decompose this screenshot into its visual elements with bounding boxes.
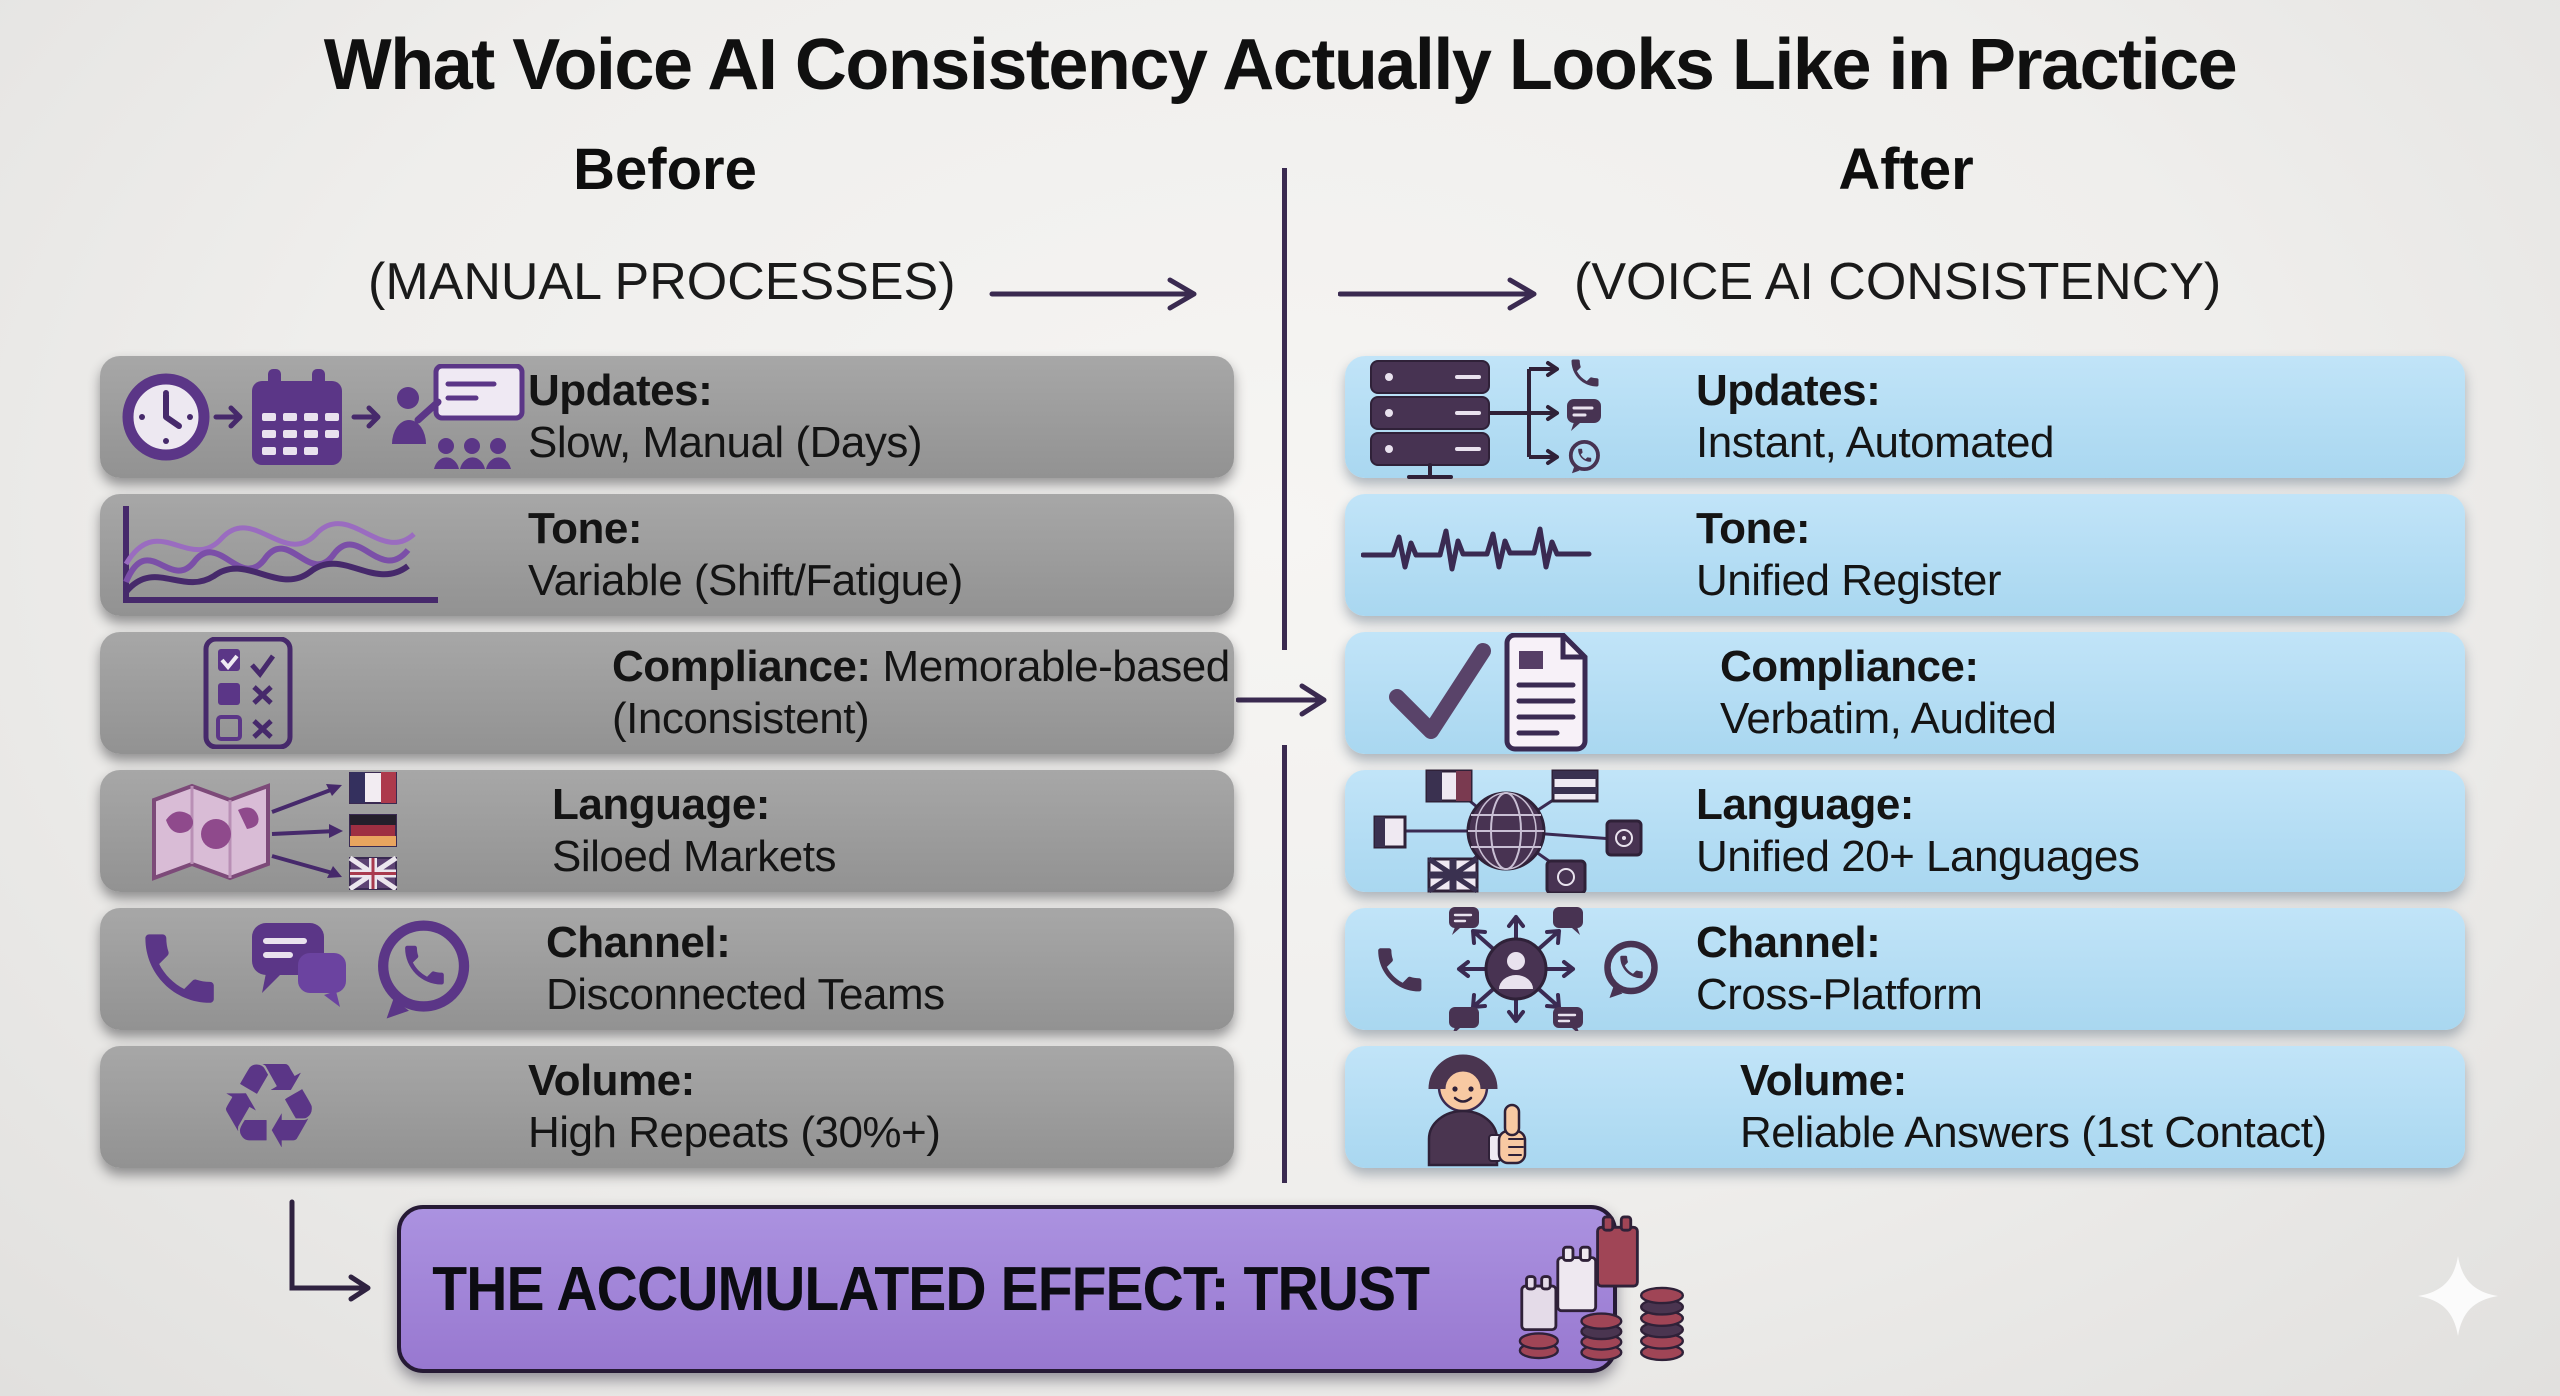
after-heading: After — [1838, 137, 1974, 202]
row-text: Compliance: Verbatim, Audited — [1720, 642, 2057, 743]
accumulated-effect-banner: THE ACCUMULATED EFFECT: TRUST — [397, 1205, 1685, 1373]
before-row-volume: ♻ Volume: High Repeats (30%+) — [100, 1046, 1234, 1168]
chat-bubble-icon — [1553, 907, 1583, 935]
whatsapp-icon — [1604, 940, 1658, 998]
blocks-and-coins-icon — [1518, 1212, 1698, 1367]
before-row-updates: Updates: Slow, Manual (Days) — [100, 356, 1234, 478]
recycle-icon: ♻ — [216, 1041, 322, 1173]
language-tile — [1545, 859, 1587, 893]
row-text: Volume: High Repeats (30%+) — [528, 1056, 941, 1157]
map-with-flags-icon — [100, 772, 552, 890]
germany-flag-icon — [349, 814, 397, 847]
vertical-divider-line — [1282, 745, 1287, 1183]
uk-flag-icon — [348, 855, 398, 890]
row-text: Language: Siloed Markets — [552, 780, 837, 881]
waveform-icon — [1345, 510, 1696, 600]
phone-chat-whatsapp-icons — [100, 917, 546, 1021]
phone-icon — [1571, 359, 1599, 387]
person-hub-channels-icon — [1345, 907, 1696, 1031]
chat-bubble-icon — [1449, 1007, 1479, 1031]
chat-bubble-icon — [1567, 399, 1601, 431]
before-row-compliance: Compliance:Memorable-based (Inconsistent… — [100, 632, 1234, 754]
after-row-volume: Volume: Reliable Answers (1st Contact) — [1345, 1046, 2465, 1168]
row-text: Tone: Unified Register — [1696, 504, 2002, 605]
row-text: Updates: Instant, Automated — [1696, 366, 2054, 467]
row-text: Updates: Slow, Manual (Days) — [528, 366, 922, 467]
language-tile — [1605, 819, 1643, 857]
uk-flag-tile — [1427, 856, 1479, 893]
after-row-channel: Channel: Cross-Platform — [1345, 907, 2465, 1031]
clock-calendar-training-icons — [100, 364, 528, 470]
row-text: Channel: Cross-Platform — [1696, 918, 1983, 1019]
right-arrow — [1236, 683, 1327, 717]
whatsapp-icon — [1568, 440, 1600, 474]
checkmark-document-icon — [1345, 633, 1720, 753]
after-row-tone: Tone: Unified Register — [1345, 494, 2465, 616]
before-row-language: Language: Siloed Markets — [100, 770, 1234, 892]
whatsapp-icon — [378, 920, 470, 1019]
france-flag-icon — [349, 772, 397, 804]
right-arrow — [1338, 277, 1537, 311]
wavy-line-chart-icon — [100, 502, 528, 608]
phone-icon — [1378, 948, 1422, 992]
chat-bubbles-icon — [252, 923, 346, 1007]
chat-bubble-icon — [1449, 907, 1479, 935]
row-text: Volume: Reliable Answers (1st Contact) — [1740, 1056, 2327, 1157]
server-to-channels-icon — [1345, 355, 1696, 479]
person-thumbs-up-icon — [1345, 1047, 1740, 1167]
row-text: Compliance:Memorable-based (Inconsistent… — [612, 642, 1230, 743]
banner-text: THE ACCUMULATED EFFECT: TRUST — [432, 1254, 1430, 1324]
flag-tile — [1425, 769, 1473, 803]
flag-tile — [1551, 769, 1599, 803]
globe-with-flags-icon — [1345, 769, 1696, 893]
elbow-arrow — [289, 1199, 371, 1302]
chat-bubble-icon — [1553, 1007, 1583, 1031]
vertical-divider-line — [1282, 168, 1287, 650]
before-subheading: (MANUAL PROCESSES) — [368, 253, 956, 311]
after-subheading: (VOICE AI CONSISTENCY) — [1574, 253, 2222, 311]
before-row-channel: Channel: Disconnected Teams — [100, 908, 1234, 1030]
after-row-language: Language: Unified 20+ Languages — [1345, 769, 2465, 893]
before-row-tone: Tone: Variable (Shift/Fatigue) — [100, 494, 1234, 616]
after-row-updates: Updates: Instant, Automated — [1345, 355, 2465, 479]
page-title: What Voice AI Consistency Actually Looks… — [323, 25, 2238, 105]
row-text: Channel: Disconnected Teams — [546, 918, 945, 1019]
phone-icon — [145, 934, 214, 1003]
after-row-compliance: Compliance: Verbatim, Audited — [1345, 632, 2465, 754]
row-text: Language: Unified 20+ Languages — [1696, 780, 2140, 881]
flag-tile — [1373, 815, 1407, 849]
before-heading: Before — [573, 137, 757, 202]
checklist-icon — [100, 637, 612, 749]
right-arrow — [989, 277, 1197, 311]
row-text: Tone: Variable (Shift/Fatigue) — [528, 504, 963, 605]
sparkle-icon — [2418, 1256, 2498, 1336]
